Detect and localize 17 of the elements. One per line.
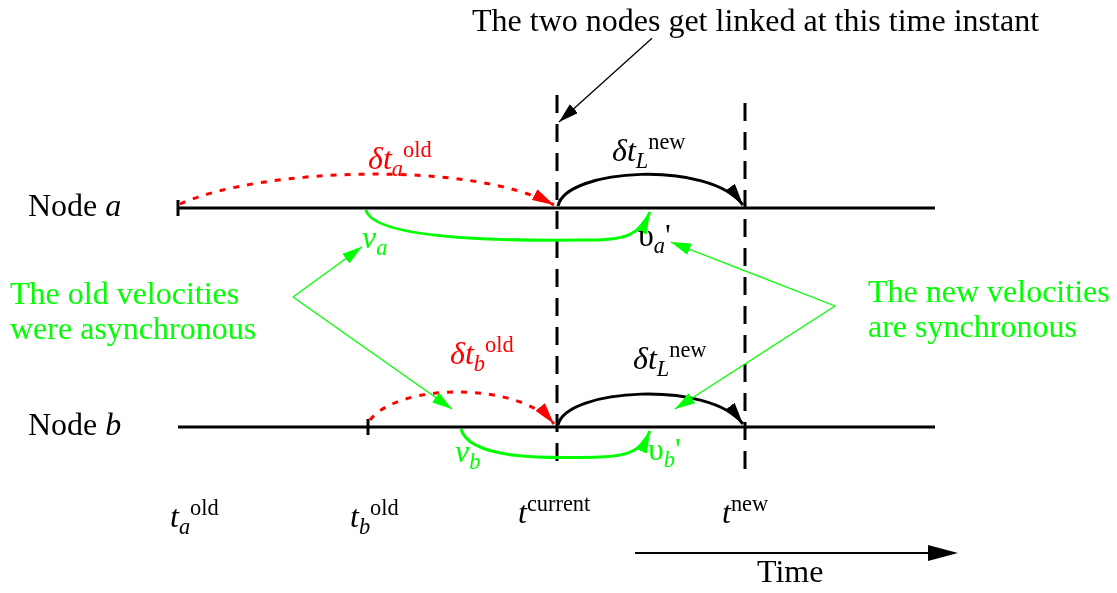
leader-line (670, 241, 836, 307)
leader-line (292, 296, 453, 410)
leader-line (558, 37, 653, 123)
velocity-label: υ$_{b}$' (648, 431, 681, 468)
velocity-label: v$_{a}$ (362, 220, 388, 256)
leader-line (674, 305, 836, 410)
time-label: t$^{new}$ (722, 494, 769, 531)
velocity-label: υ$_{a}$' (638, 218, 671, 254)
annotation-text: The new velocities are synchronous (835, 274, 1115, 345)
annotation-text: The old velocities were asynchronous (10, 276, 293, 347)
node-label: Node b (28, 406, 122, 443)
annotation-text: The two nodes get linked at this time instant (472, 3, 1039, 39)
leader-line (292, 246, 363, 298)
time-label: t$^{current}$ (518, 494, 591, 531)
velocity-label: v$_{b}$ (455, 433, 481, 470)
axis-label: Time (757, 553, 824, 590)
node-label: Node a (28, 187, 122, 224)
